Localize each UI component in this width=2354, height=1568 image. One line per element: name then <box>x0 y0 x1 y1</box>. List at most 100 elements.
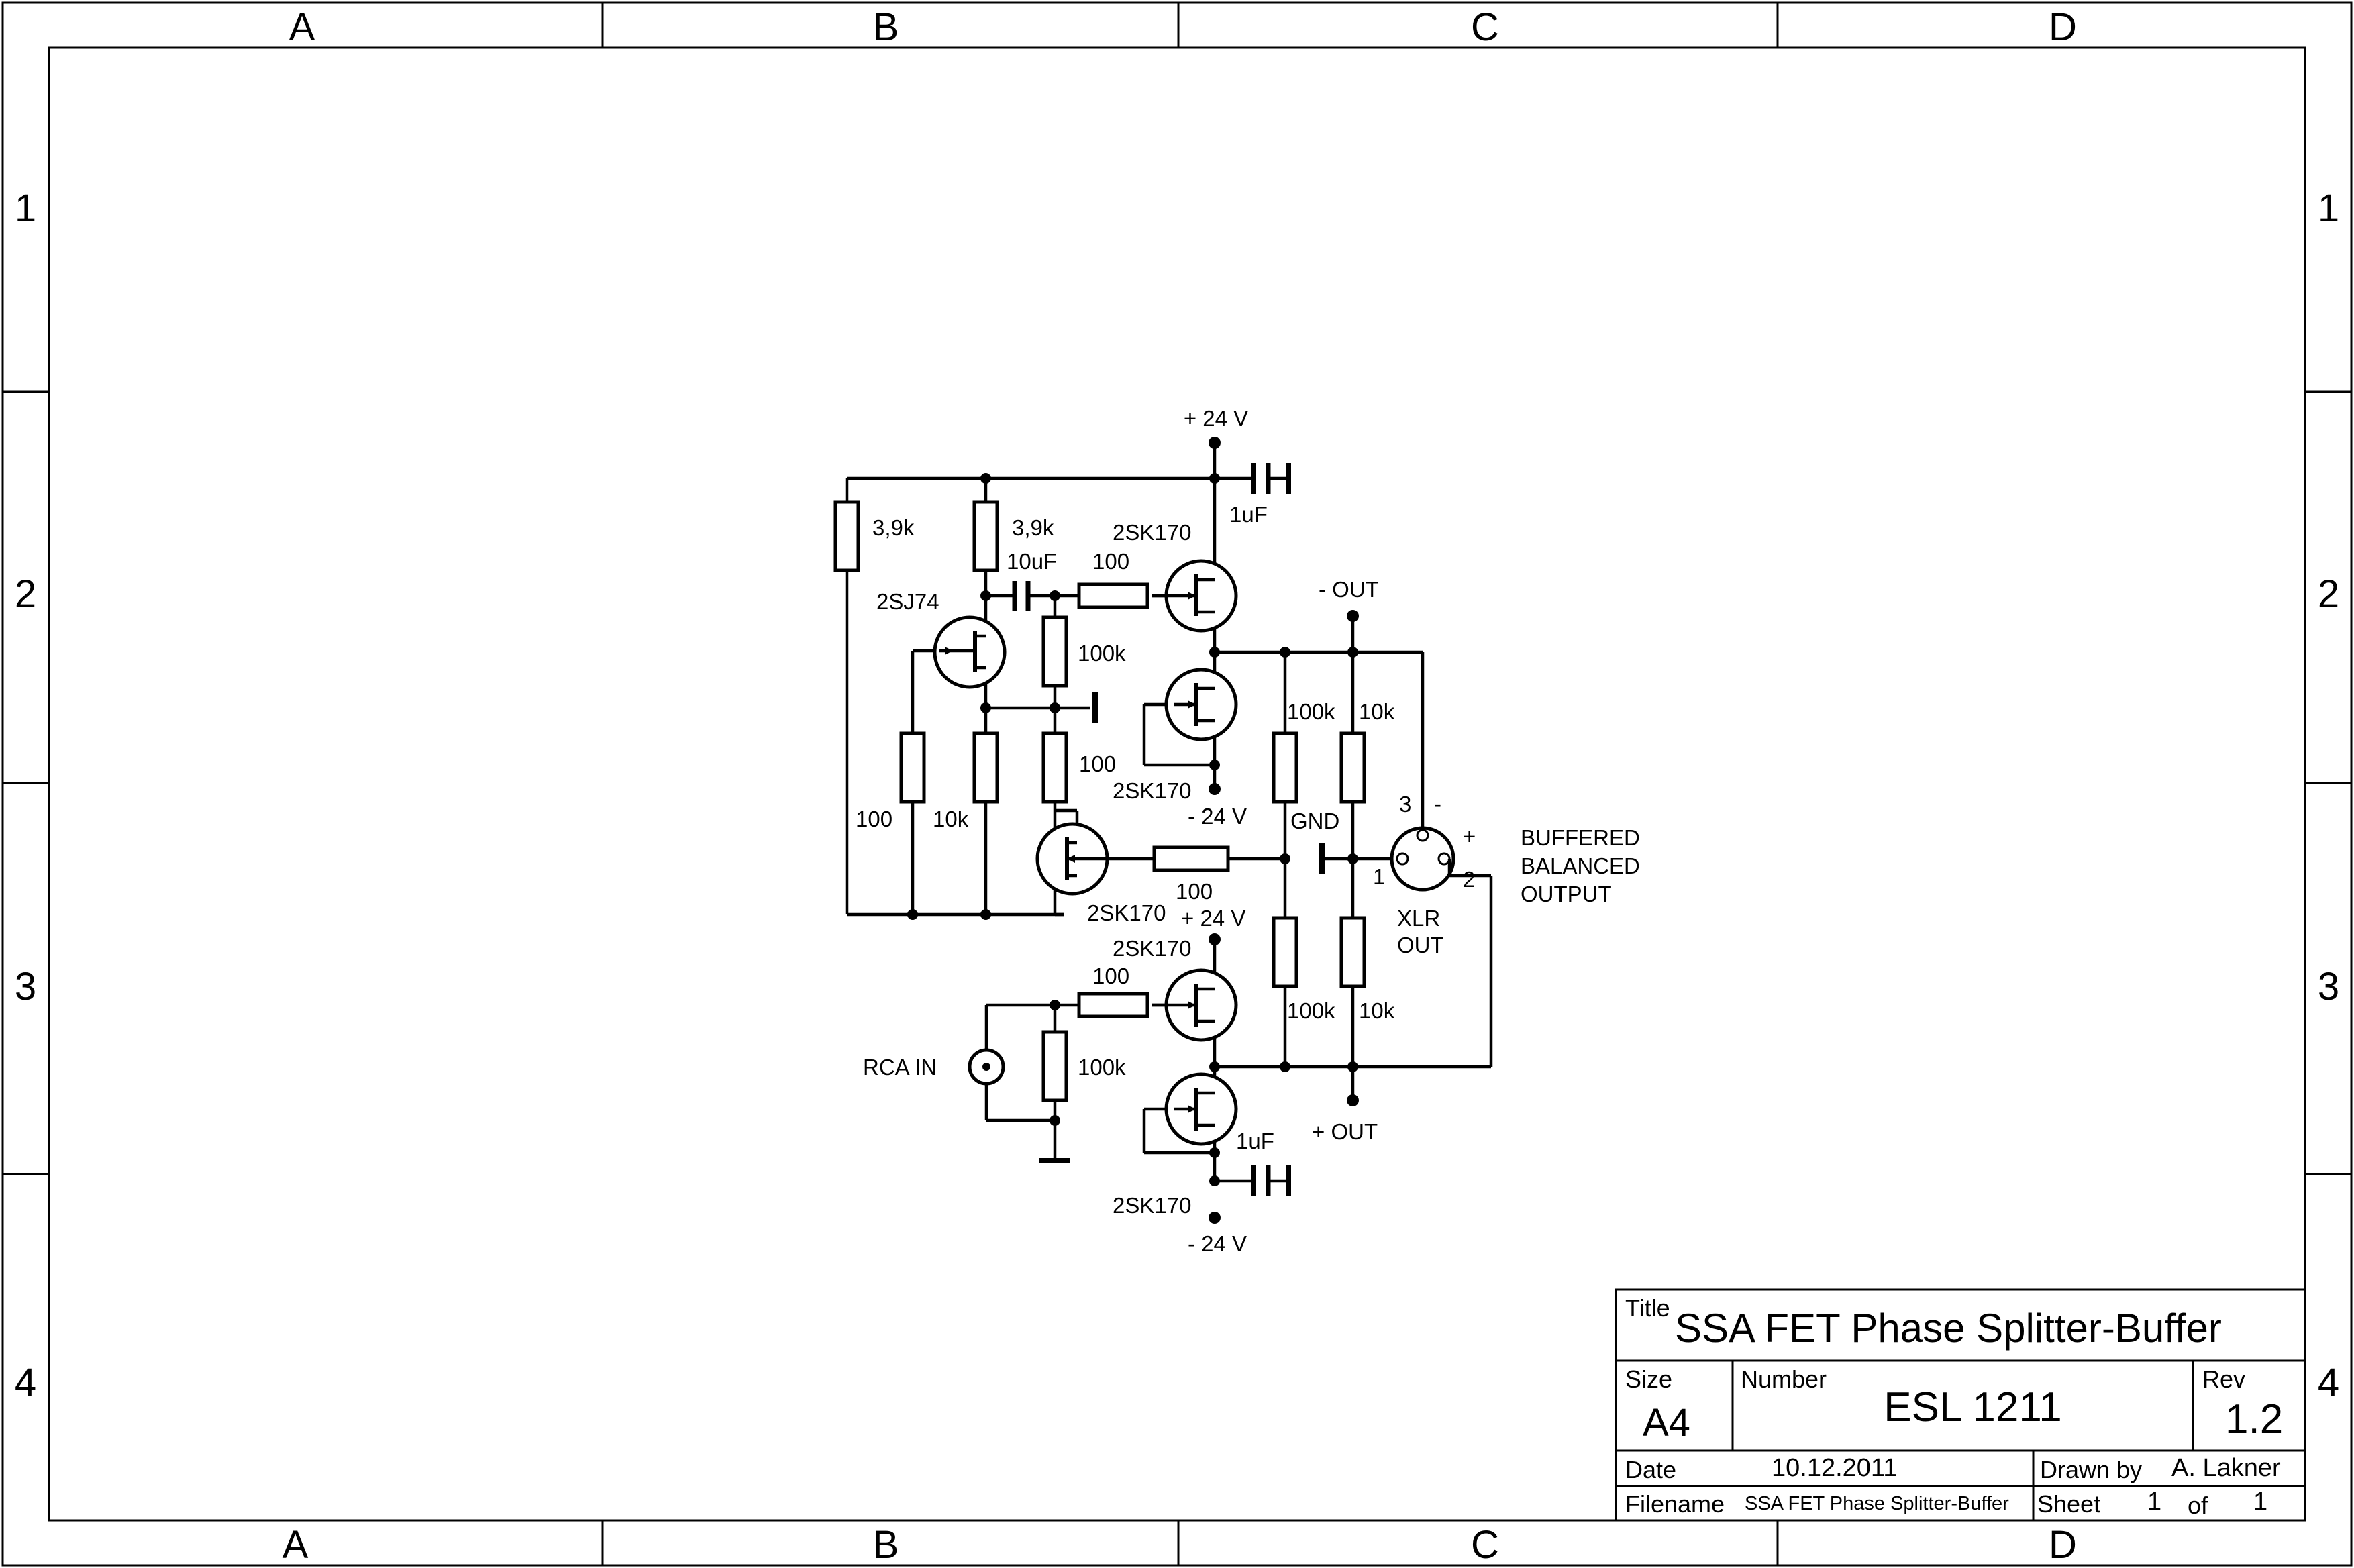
drawn-by: A. Lakner <box>2171 1454 2281 1482</box>
date-label: Date <box>1625 1456 1676 1483</box>
capacitor-c3 <box>1251 1165 1291 1196</box>
row-marker-left-3: 3 <box>15 965 36 1008</box>
label-buffered-line3: OUTPUT <box>1521 882 1612 906</box>
label-q2: 2SK170 <box>1113 520 1191 545</box>
label-buffered-line2: BALANCED <box>1521 853 1640 878</box>
size-label: Size <box>1625 1365 1672 1393</box>
label-neg-out: - OUT <box>1319 577 1379 602</box>
col-marker-bottom-b: B <box>873 1523 899 1567</box>
label-q3: 2SK170 <box>1113 778 1191 803</box>
sheet-size: A4 <box>1643 1401 1690 1445</box>
capacitor-c2 <box>1012 581 1031 611</box>
resistor-r10 <box>1339 731 1366 804</box>
label-r12: 10k <box>1359 998 1395 1023</box>
label-c1: 1uF <box>1229 502 1268 527</box>
jfet-q6 <box>1164 1072 1238 1146</box>
col-marker-bottom-c: C <box>1471 1523 1499 1567</box>
filename-label: Filename <box>1625 1490 1725 1518</box>
label-buffered-line1: BUFFERED <box>1521 825 1640 850</box>
label-r3: 100 <box>1092 549 1129 574</box>
xlr-connector <box>1390 826 1455 892</box>
connectors <box>968 826 1455 1086</box>
label-r4: 100k <box>1078 641 1126 666</box>
title-block: Title SSA FET Phase Splitter-Buffer Size… <box>1615 1288 2306 1522</box>
rev-label: Rev <box>2202 1365 2245 1393</box>
schematic-labels: + 24 V 1uF 3,9k 3,9k 2SK170 10uF 100 2SJ… <box>856 406 1640 1256</box>
resistor-r9 <box>1272 731 1298 804</box>
resistor-r4 <box>1041 615 1068 688</box>
label-r7: 10k <box>933 806 969 831</box>
resistor-r7 <box>972 731 999 804</box>
resistor-r12 <box>1339 916 1366 988</box>
number-label: Number <box>1741 1365 1827 1393</box>
label-r13: 100 <box>1092 963 1129 988</box>
col-marker-top-d: D <box>2049 5 2077 49</box>
resistor-r14 <box>1041 1030 1068 1102</box>
label-q4: 2SK170 <box>1113 936 1191 961</box>
label-c2: 10uF <box>1007 549 1057 574</box>
jfet-q3 <box>1164 668 1238 741</box>
label-supply-upper-neg: - 24 V <box>1188 804 1247 829</box>
col-marker-bottom-d: D <box>2049 1523 2077 1567</box>
label-r14: 100k <box>1078 1055 1126 1080</box>
label-r2: 3,9k <box>1012 515 1054 540</box>
label-xlr-pin1: 1 <box>1373 864 1385 889</box>
label-r9: 100k <box>1287 699 1335 724</box>
label-r1: 3,9k <box>872 515 915 540</box>
label-r11: 100k <box>1287 998 1335 1023</box>
label-q6: 2SK170 <box>1113 1193 1191 1218</box>
label-r10: 10k <box>1359 699 1395 724</box>
label-r8: 100 <box>1176 879 1213 904</box>
capacitor-c1 <box>1251 463 1291 494</box>
revision: 1.2 <box>2225 1396 2283 1443</box>
drawing-title: SSA FET Phase Splitter-Buffer <box>1675 1306 2222 1351</box>
label-supply-top: + 24 V <box>1184 406 1248 431</box>
row-marker-left-1: 1 <box>15 187 36 230</box>
label-pos-out: + OUT <box>1312 1119 1378 1144</box>
frame-markers: A B C D A B C D 1 2 3 4 1 2 3 4 <box>15 5 2339 1567</box>
sheet-number: 1 <box>2147 1487 2161 1516</box>
label-xlr-out-line2: OUT <box>1397 933 1444 957</box>
row-marker-right-3: 3 <box>2318 965 2339 1008</box>
resistor-r1 <box>833 500 860 572</box>
junctions <box>907 437 1359 1224</box>
resistor-r2 <box>972 500 999 572</box>
col-marker-top-a: A <box>289 5 315 49</box>
drawing-number: ESL 1211 <box>1884 1384 2061 1430</box>
resistor-r6 <box>1041 731 1068 804</box>
jfet-q1 <box>933 615 1007 689</box>
jfet-q5 <box>1035 822 1109 896</box>
row-marker-left-4: 4 <box>15 1361 36 1404</box>
label-xlr-out-line1: XLR <box>1397 906 1440 931</box>
row-marker-right-2: 2 <box>2318 572 2339 616</box>
row-marker-right-4: 4 <box>2318 1361 2339 1404</box>
resistor-r11 <box>1272 916 1298 988</box>
transistors <box>933 559 1238 1146</box>
col-marker-top-b: B <box>873 5 899 49</box>
resistor-r8 <box>1152 845 1230 872</box>
label-xlr-pin2: 2 <box>1463 867 1475 892</box>
capacitors <box>1012 463 1325 1196</box>
label-supply-bottom-neg: - 24 V <box>1188 1231 1247 1256</box>
drawing-date: 10.12.2011 <box>1772 1454 1897 1482</box>
label-xlr-pin3: 3 <box>1399 792 1411 817</box>
label-supply-mid: + 24 V <box>1181 906 1245 931</box>
label-xlr-minus: - <box>1434 792 1441 817</box>
label-xlr-plus: + <box>1463 824 1476 849</box>
resistor-r5 <box>899 731 926 804</box>
row-marker-left-2: 2 <box>15 572 36 616</box>
col-marker-top-c: C <box>1471 5 1499 49</box>
label-r5: 100 <box>856 806 892 831</box>
jfet-q2 <box>1152 559 1238 633</box>
rca-input-jack <box>968 1048 1005 1086</box>
row-marker-right-1: 1 <box>2318 187 2339 230</box>
col-marker-bottom-a: A <box>283 1523 309 1567</box>
label-c3: 1uF <box>1236 1129 1274 1153</box>
sheet-label: Sheet <box>2037 1490 2100 1518</box>
label-q1: 2SJ74 <box>876 589 939 614</box>
label-q5: 2SK170 <box>1087 900 1166 925</box>
label-r6: 100 <box>1079 751 1116 776</box>
filename: SSA FET Phase Splitter-Buffer <box>1745 1493 2009 1514</box>
